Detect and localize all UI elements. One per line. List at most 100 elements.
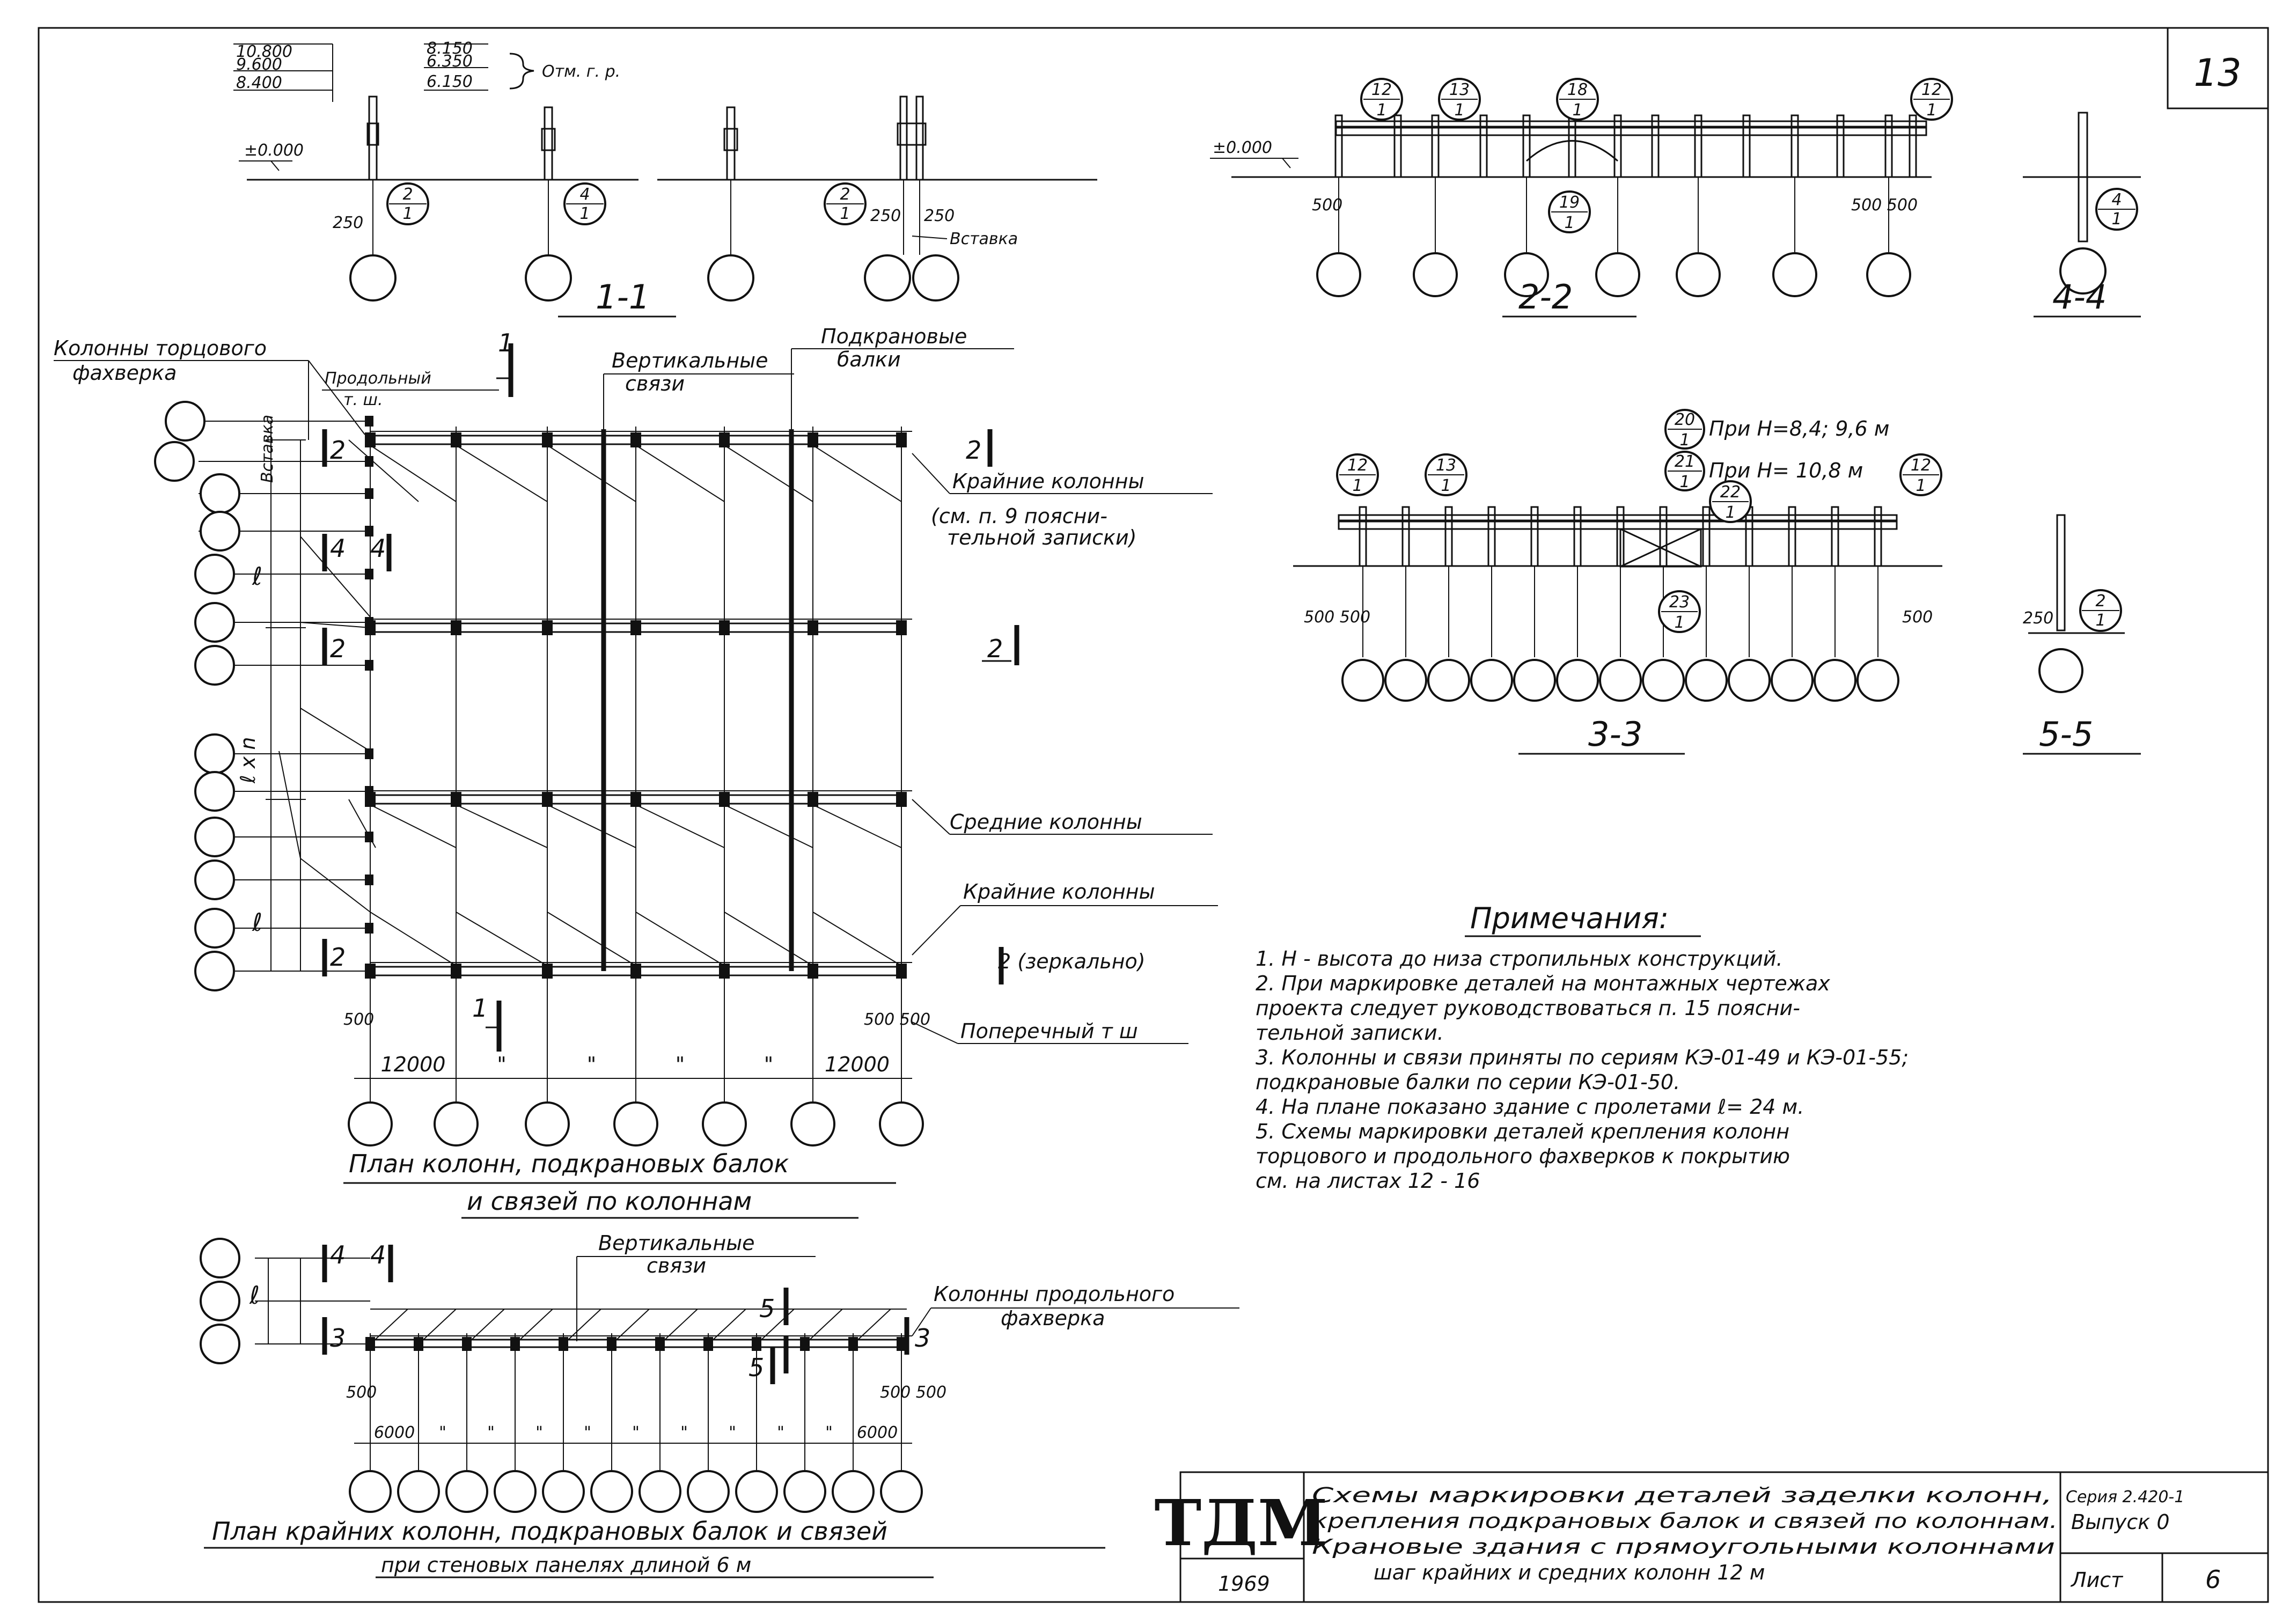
dim-l: ℓ xyxy=(249,1281,260,1310)
axis-circle xyxy=(1728,659,1771,702)
axis-circle xyxy=(200,1324,240,1364)
svg-text:21: 21 xyxy=(1675,452,1695,471)
axis-circle xyxy=(349,1470,392,1513)
axis-circle xyxy=(165,401,206,442)
year: 1969 xyxy=(1218,1572,1270,1596)
series: Серия 2.420-1 xyxy=(2066,1488,2184,1507)
axis-circle xyxy=(200,473,240,514)
axis-circle xyxy=(525,1101,570,1147)
column xyxy=(896,432,907,447)
svg-text:4: 4 xyxy=(2111,190,2122,209)
axis-circle xyxy=(194,645,235,686)
axis-circle xyxy=(200,1281,240,1321)
plan-columns-beams-ties: 12000""""12000 Колонны торцового фахверк… xyxy=(54,325,1218,1219)
axis-circle xyxy=(783,1470,826,1513)
corner-number-box xyxy=(2167,27,2269,109)
axis-circle xyxy=(194,859,235,900)
axis-circle xyxy=(194,908,235,949)
cut-mark: 1 xyxy=(472,994,502,1052)
svg-text:1: 1 xyxy=(1572,101,1582,120)
column xyxy=(630,432,641,447)
plan-title: План колонн, подкрановых балок xyxy=(349,1149,789,1178)
svg-text:3: 3 xyxy=(915,1324,930,1353)
cut-mark: 1 xyxy=(496,328,513,397)
sheet-number: 6 xyxy=(2205,1565,2221,1594)
svg-text:13: 13 xyxy=(1436,456,1456,475)
axis-circle xyxy=(879,1101,924,1147)
column xyxy=(365,748,373,759)
axis-circle xyxy=(1413,252,1458,297)
svg-text:12: 12 xyxy=(1911,456,1931,475)
column xyxy=(365,526,373,537)
axis-circle xyxy=(1642,659,1685,702)
callout-outer-columns: Крайние колонны xyxy=(952,469,1144,493)
detail-bubble: 211 xyxy=(1664,451,1705,491)
detail-bubble: 2 1 xyxy=(386,182,429,225)
callout-mirror: 2 (зеркально) xyxy=(998,950,1146,973)
axis-circle xyxy=(348,1101,393,1147)
section-title: 1-1 xyxy=(596,277,650,317)
column xyxy=(365,786,373,797)
column xyxy=(896,792,907,807)
column xyxy=(365,432,376,447)
svg-text:2: 2 xyxy=(987,634,1003,663)
axis-circle xyxy=(1513,659,1556,702)
column xyxy=(451,964,461,979)
column xyxy=(630,620,641,635)
section-1-1: ±0.000 10.800 9.600 8.400 8.150 6.350 6.… xyxy=(233,39,1097,318)
column xyxy=(365,875,373,885)
callout-crane-beams: балки xyxy=(837,348,901,371)
cut-mark-pair: 4 4 xyxy=(322,534,392,571)
column xyxy=(365,456,373,467)
column xyxy=(365,966,373,976)
column xyxy=(848,1337,858,1351)
detail-bubble: 121 xyxy=(1899,453,1942,496)
column xyxy=(1909,114,1917,178)
svg-text:1: 1 xyxy=(1679,473,1690,491)
axis-circle xyxy=(1470,659,1513,702)
svg-text:4: 4 xyxy=(330,1240,346,1269)
svg-text:12: 12 xyxy=(1371,80,1392,99)
column xyxy=(719,620,730,635)
cut-mark: 2 xyxy=(966,429,993,467)
column xyxy=(1568,114,1576,178)
column xyxy=(800,1337,810,1351)
column xyxy=(1431,114,1440,178)
dim-500: 500 500 xyxy=(880,1383,946,1402)
detail-bubble: 4 1 xyxy=(2095,188,2138,231)
dim-l: ℓ xyxy=(252,908,262,937)
axis-circle xyxy=(735,1470,778,1513)
title-block: ТДМ 1969 Схемы маркировки деталей заделк… xyxy=(1154,1471,2269,1603)
note-condition: При H= 10,8 м xyxy=(1709,459,1863,482)
axis-circle xyxy=(1427,659,1470,702)
svg-text:1: 1 xyxy=(1441,476,1451,495)
section-title: 5-5 xyxy=(2039,715,2093,754)
svg-text:22: 22 xyxy=(1720,483,1741,502)
dim-500: 500 xyxy=(343,1010,374,1029)
svg-text:1: 1 xyxy=(402,204,413,223)
dim-span: 12000 xyxy=(381,1053,446,1076)
callout-vertical-ties: Вертикальные xyxy=(612,349,768,372)
dim-span: 12000 xyxy=(825,1053,890,1076)
svg-text:2: 2 xyxy=(330,634,346,663)
section-title: 4-4 xyxy=(2052,277,2107,317)
axis-circle xyxy=(349,254,397,302)
column xyxy=(655,1337,665,1351)
sheet-description: Крановые здания с прямоугольными колонна… xyxy=(1312,1535,2055,1559)
dim-span: " xyxy=(587,1053,596,1076)
dim-500: 500 500 xyxy=(1304,608,1370,627)
detail-bubble: 191 xyxy=(1548,190,1591,233)
axis-circle xyxy=(1685,659,1728,702)
column xyxy=(542,792,553,807)
svg-text:1: 1 xyxy=(1926,101,1936,120)
sheet-label: Лист xyxy=(2070,1568,2124,1592)
axis-circle xyxy=(194,554,235,594)
dim-500: 500 500 xyxy=(1851,196,1918,215)
callout-crane-beams: Подкрановые xyxy=(821,325,967,348)
detail-bubble: 131 xyxy=(1425,453,1467,496)
detail-bubble: 121 xyxy=(1910,78,1953,121)
axis-circle xyxy=(1599,659,1642,702)
sheet-frame xyxy=(38,27,2269,1603)
